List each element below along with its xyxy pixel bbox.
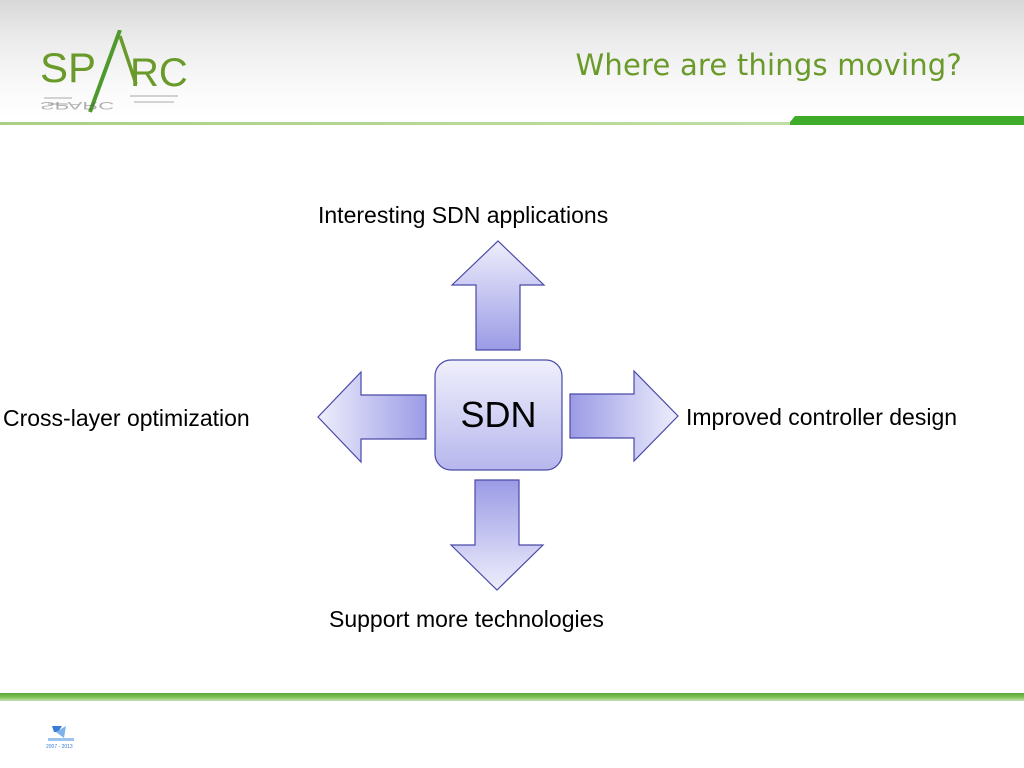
svg-text:SPARC: SPARC: [40, 99, 114, 112]
svg-text:SP: SP: [40, 44, 96, 91]
sparc-logo: SP RC SPARC: [40, 30, 188, 113]
label-bottom: Support more technologies: [329, 606, 604, 632]
arrow-up: [450, 240, 546, 351]
fp7-logo: 2007 - 2013: [46, 726, 74, 750]
label-right: Improved controller design: [686, 404, 958, 430]
svg-text:RC: RC: [130, 51, 188, 95]
label-top: Interesting SDN applications: [318, 202, 609, 228]
header-divider: [0, 116, 1024, 125]
arrow-down: [449, 479, 545, 591]
arrow-right: [569, 369, 679, 463]
svg-text:2007 - 2013: 2007 - 2013: [46, 744, 73, 750]
label-left: Cross-layer optimization: [3, 405, 250, 431]
slide-title: Where are things moving?: [575, 48, 962, 82]
arrow-left: [317, 370, 427, 464]
footer-divider: [0, 693, 1024, 701]
sdn-label: SDN: [460, 394, 537, 435]
sdn-box: [434, 359, 563, 471]
header-bar: [0, 0, 1024, 118]
